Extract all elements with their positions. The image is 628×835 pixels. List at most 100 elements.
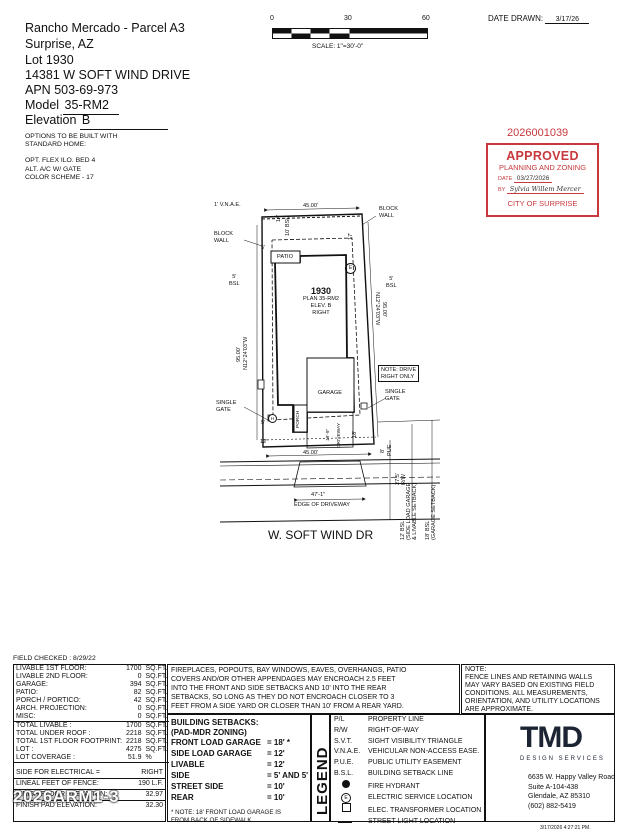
project-title: Rancho Mercado - Parcel A3: [25, 21, 185, 35]
single-gate-right-line-2: GATE: [385, 395, 400, 402]
block-wall-right: BLOCK WALL: [379, 206, 398, 219]
encroach-line: FEET FROM A SIDE YARD OR CLOSER THAN 10'…: [171, 703, 404, 710]
legend-row: S.V.T.SIGHT VISIBILITY TRIANGLE: [334, 737, 463, 745]
stamp-date: 03/27/2026: [513, 175, 553, 183]
finish-pad-value: 32.30: [145, 802, 163, 809]
scale-tick-60: 60: [422, 15, 430, 22]
setback-row: REAR= 10': [171, 793, 285, 802]
rear-vnae-line: [261, 215, 363, 220]
fence-note-line: NOTE:: [465, 666, 487, 673]
legend-row: B.S.L.BUILDING SETBACK LINE: [334, 769, 454, 777]
bsl12-label: 12' BSL (SIDE LOAD GARAGE & LIVABLE SETB…: [400, 483, 418, 540]
setback-line: [271, 237, 361, 421]
model-line: Model 35-RM2: [25, 98, 119, 115]
dim-12: 12': [260, 439, 268, 445]
finish-pad-label: FINISH PAD ELEVATION:: [16, 802, 97, 809]
right-bearing: N12°24'03"W: [374, 292, 380, 326]
lot-info: 1930 PLAN 35-RM2 ELEV. B RIGHT: [296, 286, 346, 317]
options-intro-1: OPTIONS TO BE BUILT WITH: [25, 133, 118, 140]
options-intro-2: STANDARD HOME:: [25, 141, 87, 149]
driveway-apron: [293, 460, 367, 488]
transformer-icon: [342, 803, 351, 813]
setback-row: LIVABLE= 12': [171, 760, 285, 769]
company-phone: (602) 882-5419: [528, 802, 576, 810]
drive-note: NOTE: DRIVE RIGHT ONLY: [378, 365, 420, 382]
right-bsl-dim: 5': [389, 276, 394, 282]
single-gate-left-line-1: SINGLE: [216, 400, 237, 406]
date-drawn-label: DATE DRAWN:: [488, 14, 544, 23]
finish-floor-label: FINISH FLOOR ELEVATION:: [16, 791, 108, 798]
elevation-label: Elevation: [25, 113, 77, 127]
block-wall-right-line-2: WALL: [379, 212, 395, 219]
single-gate-right-line-1: SINGLE: [385, 389, 406, 395]
side-5-small: 5': [261, 245, 266, 251]
scale-tick-30: 30: [344, 15, 352, 22]
right-bsl: 5' BSL: [386, 276, 397, 289]
setbacks-title: BUILDING SETBACKS:: [171, 718, 259, 727]
table-row: FINISH PAD ELEVATION: 32.30: [14, 801, 165, 811]
approval-stamp: APPROVED PLANNING AND ZONING DATE 03/27/…: [486, 143, 599, 217]
drive-note-line-1: NOTE: DRIVE: [381, 367, 417, 373]
setback-row: SIDE= 5' AND 5': [171, 771, 309, 780]
left-5-dim: 5': [261, 420, 266, 426]
stamp-by-label: BY: [498, 187, 506, 193]
fence-note-line: CONDITIONS. ALL MEASUREMENTS,: [465, 690, 588, 697]
setbacks-box: BUILDING SETBACKS: (PAD-MDR ZONING) FRON…: [167, 714, 311, 824]
lot-label: Lot: [25, 53, 43, 67]
right-bsl-label: BSL: [386, 282, 397, 289]
rear-17-dim: 17': [348, 232, 354, 240]
street-centerline: [219, 518, 441, 523]
left-bsl: 5' BSL: [229, 274, 240, 287]
garage-outline: [306, 357, 355, 413]
stamp-signature: Sylvia Willem Mercer: [506, 185, 584, 194]
legend-row: P.U.E.PUBLIC UTILITY EASEMENT: [334, 759, 462, 767]
setback-row: FRONT LOAD GARAGE= 18' *: [171, 738, 291, 747]
encroach-line: FIREPLACES, POPOUTS, BAY WINDOWS, EAVES,…: [171, 667, 407, 674]
gate-right: [360, 402, 368, 410]
setback-row: STREET SIDE= 10': [171, 782, 285, 791]
legend-title: LEGEND: [314, 746, 331, 815]
date-drawn-value: 3/17/26: [545, 16, 590, 24]
driveway-edge: [306, 412, 354, 449]
stamp-city: CITY OF SURPRISE: [507, 199, 578, 208]
scale-bar: 0 30 60 SCALE: 1"=30'-0": [268, 15, 438, 56]
dim-18: 18': [352, 430, 358, 438]
garage-label: GARAGE: [318, 390, 342, 396]
company-address: 6635 W. Happy Valley Road Suite A-104-43…: [528, 773, 615, 811]
company-tagline: DESIGN SERVICES: [520, 756, 605, 762]
encroachment-note: FIREPLACES, POPOUTS, BAY WINDOWS, EAVES,…: [167, 664, 460, 714]
dim-8: 8': [380, 448, 386, 453]
pue-label: PUE: [387, 444, 393, 456]
finish-floor-value: 32.97: [145, 791, 163, 798]
setbacks-subtitle: (PAD-MDR ZONING): [171, 728, 247, 737]
table-row: SIDE FOR ELECTRICAL = RIGHT: [14, 768, 165, 779]
porch-outline: [293, 404, 308, 433]
encroach-line: SETBACKS, SO LONG AS THEY DO NOT ENCROAC…: [171, 694, 395, 701]
drive-note-line-2: RIGHT ONLY: [381, 373, 415, 380]
plan-label: PLAN 35-RM2: [302, 296, 340, 302]
stamp-title: APPROVED: [506, 149, 579, 163]
rear-width-dim: 45.00': [303, 203, 319, 209]
pue-line: [262, 436, 377, 441]
encroach-line: INTO THE FRONT AND SIDE SETBACKS AND 10'…: [171, 685, 387, 692]
plot-plan: [219, 206, 441, 523]
field-checked: FIELD CHECKED : 8/29/22: [13, 655, 96, 662]
legend-row: FIRE HYDRANT: [334, 779, 481, 793]
porch-label: PORCH: [296, 410, 301, 428]
fence-note-line: ORIENTATION, AND UTILITY LOCATIONS: [465, 698, 600, 705]
fence-note-line: MAY VARY BASED ON EXISTING FIELD: [465, 682, 595, 689]
option-item: COLOR SCHEME - 17: [25, 173, 94, 181]
fence-note-line: FENCE LINES AND RETAINING WALLS: [465, 674, 593, 681]
rear-14-dim: 14': [276, 214, 282, 222]
side-electrical-label: SIDE FOR ELECTRICAL =: [16, 769, 100, 776]
electric-service-icon: E: [341, 792, 351, 803]
electric-service-marker: E: [345, 263, 356, 274]
elevation-line: Elevation B: [25, 113, 168, 130]
driveway-label: DRIVEWAY: [337, 422, 342, 448]
